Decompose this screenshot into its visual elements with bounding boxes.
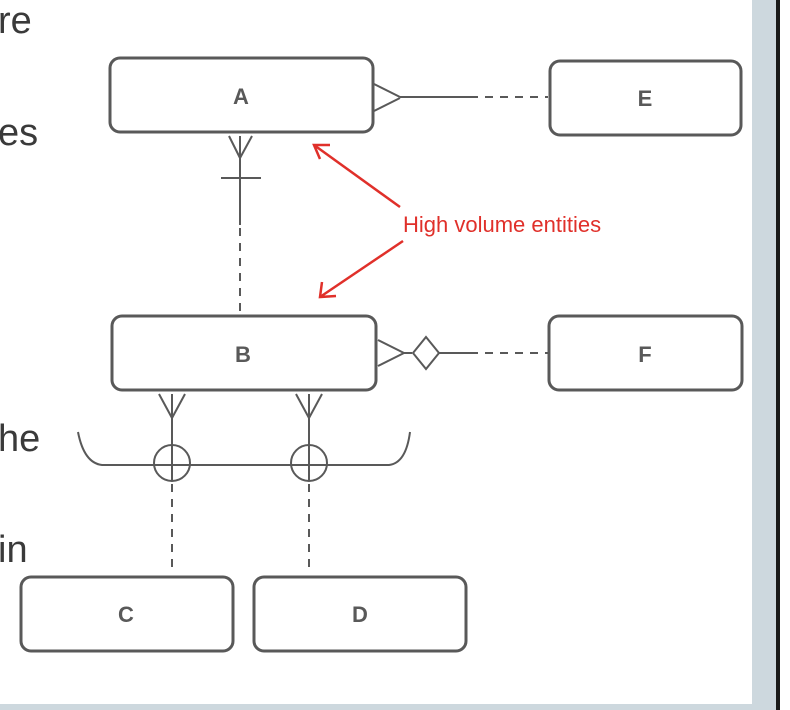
entity-b: B [110, 314, 378, 392]
entity-e-label: E [638, 86, 653, 111]
slide-canvas: re es he in [0, 0, 744, 653]
entity-e: E [548, 59, 743, 137]
entity-a: A [108, 56, 375, 134]
entity-f-label: F [638, 342, 651, 367]
slide-text-fragment-4: in [0, 529, 28, 571]
entity-a-label: A [233, 84, 249, 109]
relationship-a-e [368, 83, 548, 112]
relationship-b-d [290, 393, 328, 574]
diamond-icon [411, 335, 441, 371]
bottom-strip [0, 704, 776, 710]
relationship-b-f [377, 335, 548, 371]
er-diagram: A E B F C D High volum [19, 56, 744, 653]
relationship-a-b [221, 135, 261, 312]
side-panel-border [776, 0, 780, 710]
side-panel [752, 0, 776, 710]
slide-text-fragment-2: es [0, 112, 39, 154]
slide-text-fragment-1: re [0, 0, 32, 42]
annotation-label: High volume entities [403, 212, 601, 237]
entity-f: F [547, 314, 744, 392]
entity-d: D [252, 575, 468, 653]
entity-c-label: C [118, 602, 134, 627]
exclusive-arc [77, 431, 411, 466]
entity-d-label: D [352, 602, 368, 627]
entity-b-label: B [235, 342, 251, 367]
relationship-b-c [153, 393, 191, 574]
entity-c: C [19, 575, 235, 653]
slide-text-fragment-3: he [0, 418, 41, 460]
annotation-arrow-to-a [312, 143, 401, 209]
annotation-arrow-to-b [318, 239, 404, 299]
